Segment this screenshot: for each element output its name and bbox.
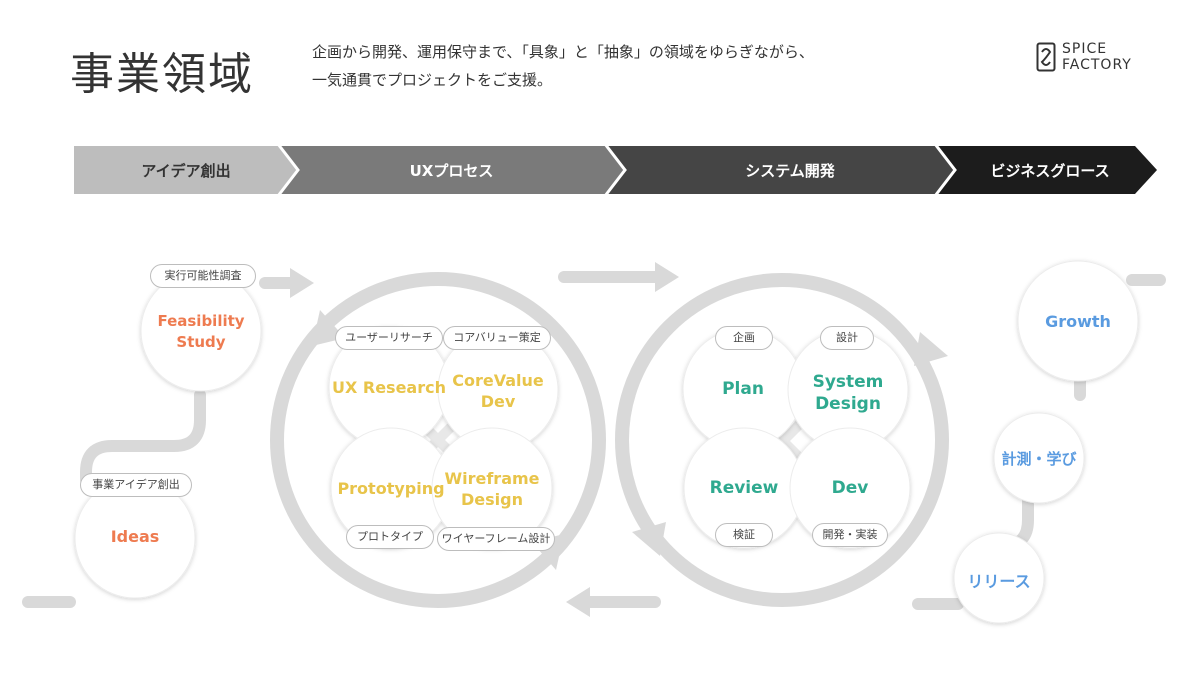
ux-cycle-ring (270, 272, 606, 608)
measure-learn-node (993, 412, 1085, 504)
logo-mark-icon (1036, 42, 1056, 72)
prototyping-label: Prototyping (337, 479, 445, 498)
phase-arrow-dev (605, 146, 955, 194)
ux-research-tag: ユーザーリサーチ (335, 326, 443, 350)
growth-node (1017, 260, 1139, 382)
dev-label: Dev (831, 478, 869, 498)
ux-research-label: UX Research (331, 378, 446, 397)
release-label: リリース (967, 572, 1031, 591)
feasibility-label: Feasibility Study (141, 311, 261, 353)
wireframe-label: Wireframe Design (432, 468, 552, 510)
growth-label: Growth (1045, 312, 1111, 331)
page-title: 事業領域 (70, 49, 254, 100)
phase-arrow-growth (935, 146, 1157, 194)
corevalue-label-line-2: Dev (480, 392, 516, 411)
system-design-label: System Design (788, 371, 908, 415)
logo-line-1: SPICE (1062, 41, 1108, 57)
ideas-label: Ideas (110, 527, 160, 546)
ideas-tag: 事業アイデア創出 (80, 473, 192, 497)
phase-label-ideation: アイデア創出 (141, 162, 231, 180)
spice-factory-logo: SPICE FACTORY (1036, 41, 1132, 73)
measure-learn-label: 計測・学び (1001, 450, 1077, 468)
corevalue-label-line-1: CoreValue (452, 371, 544, 390)
phase-label-growth: ビジネスグロース (990, 162, 1110, 180)
feasibility-label-line-2: Study (176, 333, 226, 351)
system-design-label-line-2: Design (815, 394, 881, 414)
corevalue-tag: コアバリュー策定 (443, 326, 551, 350)
system-design-label-line-1: System (812, 372, 884, 392)
logo-line-2: FACTORY (1062, 57, 1132, 73)
phase-arrow-ux (278, 146, 625, 194)
arrow-to-ux (290, 268, 314, 298)
dev-node (789, 427, 911, 549)
ideation-connector (22, 277, 296, 608)
wireframe-label-line-1: Wireframe (444, 469, 540, 488)
wireframe-tag: ワイヤーフレーム設計 (437, 527, 555, 551)
dev-tag: 開発・実装 (812, 523, 888, 547)
system-design-tag: 設計 (820, 326, 874, 350)
phase-label-dev: システム開発 (745, 162, 835, 180)
feasibility-label-line-1: Feasibility (157, 312, 245, 330)
wireframe-label-line-2: Design (461, 490, 523, 509)
release-node (953, 532, 1045, 624)
feasibility-tag: 実行可能性調査 (150, 264, 256, 288)
description-line-1: 企画から開発、運用保守まで、「具象」と「抽象」の領域をゆらぎながら、 (312, 43, 814, 61)
arrow-back-to-ux (566, 587, 590, 617)
corevalue-label: CoreValue Dev (438, 370, 558, 412)
review-tag: 検証 (715, 523, 773, 547)
review-label: Review (709, 478, 779, 498)
plan-tag: 企画 (715, 326, 773, 350)
page-description: 企画から開発、運用保守まで、「具象」と「抽象」の領域をゆらぎながら、 一気通貫で… (312, 38, 814, 94)
dev-cycle-ring (615, 273, 949, 607)
plan-label: Plan (722, 379, 764, 399)
prototyping-tag: プロトタイプ (346, 525, 434, 549)
arrow-to-dev (655, 262, 679, 292)
phase-arrow-ideation (74, 146, 298, 194)
phase-label-ux: UXプロセス (409, 162, 494, 180)
description-line-2: 一気通貫でプロジェクトをご支援。 (312, 71, 553, 89)
